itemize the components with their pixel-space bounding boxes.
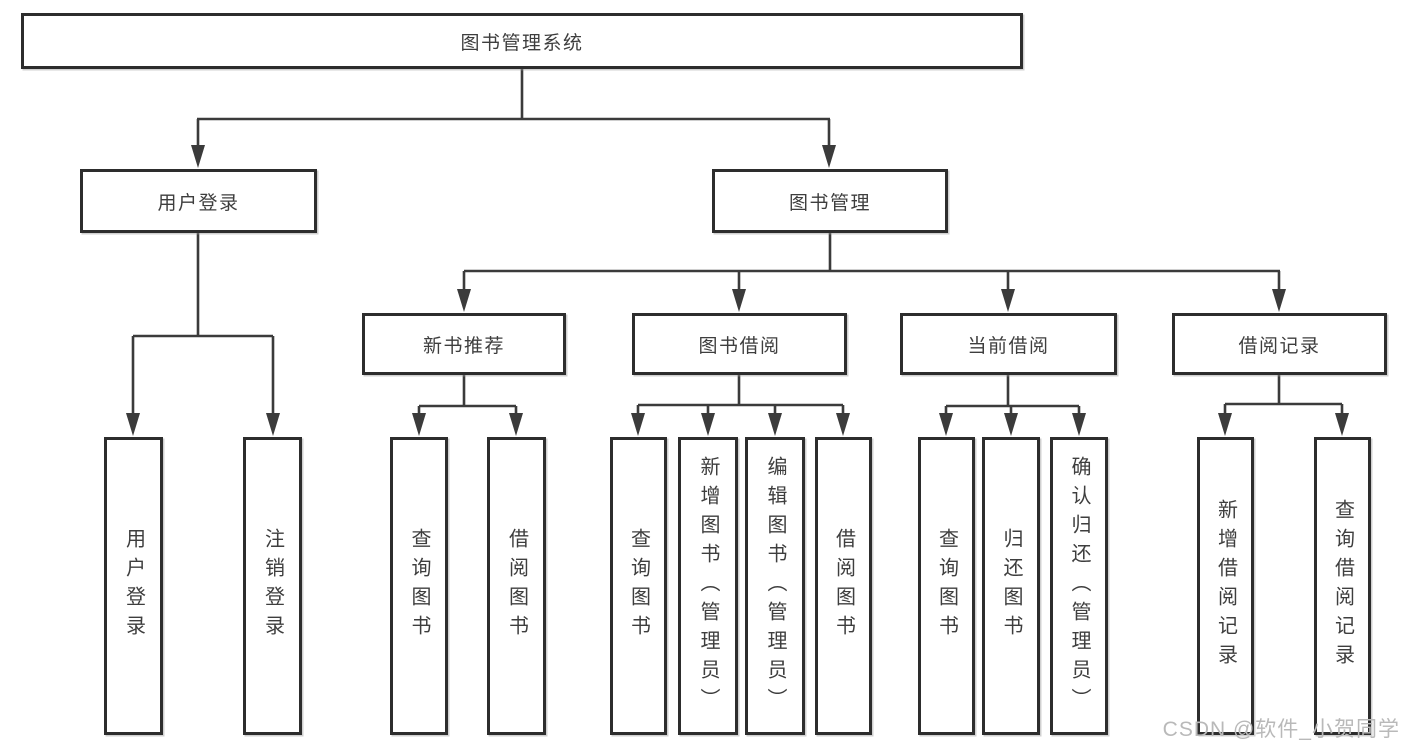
watermark: CSDN @软件_小贺同学 <box>1162 718 1400 741</box>
node-borrow-records: 借阅记录 <box>1172 313 1387 375</box>
leaf-add-borrow-record: 新增借阅记录 <box>1197 437 1254 735</box>
leaf-return-books: 归还图书 <box>982 437 1040 735</box>
node-label: 新增借阅记录 <box>1214 499 1237 673</box>
node-label: 新书推荐 <box>422 335 505 357</box>
node-label: 借阅图书 <box>832 528 855 644</box>
node-label: 查询图书 <box>935 528 958 644</box>
node-label: 注销登录 <box>261 528 284 644</box>
leaf-borrow-books: 借阅图书 <box>815 437 872 735</box>
leaf-confirm-return-admin: 确认归还（管理员） <box>1050 437 1108 735</box>
node-new-book-recommend: 新书推荐 <box>362 313 566 375</box>
leaf-borrow-books: 借阅图书 <box>487 437 546 735</box>
node-label: 查询图书 <box>408 528 430 644</box>
leaf-add-books-admin: 新增图书（管理员） <box>678 437 738 735</box>
node-label: 图书管理 <box>788 192 871 214</box>
node-label: 用户登录 <box>122 528 145 644</box>
leaf-query-books: 查询图书 <box>390 437 448 735</box>
node-label: 当前借阅 <box>967 335 1050 357</box>
leaf-query-books: 查询图书 <box>610 437 667 735</box>
node-user-login: 用户登录 <box>80 169 317 233</box>
node-current-borrow: 当前借阅 <box>900 313 1117 375</box>
leaf-query-books: 查询图书 <box>918 437 975 735</box>
node-label: 查询借阅记录 <box>1331 499 1354 673</box>
node-root: 图书管理系统 <box>21 13 1023 69</box>
node-label: 用户登录 <box>157 192 240 214</box>
node-label: 归还图书 <box>1000 528 1022 644</box>
node-label: 新增图书（管理员） <box>697 455 719 717</box>
node-label: 编辑图书（管理员） <box>764 455 786 717</box>
node-label: 借阅图书 <box>505 528 528 644</box>
node-label: 图书借阅 <box>698 335 781 357</box>
node-label: 查询图书 <box>627 528 650 644</box>
node-book-management: 图书管理 <box>712 169 948 233</box>
node-label: 确认归还（管理员） <box>1068 455 1090 717</box>
leaf-query-borrow-record: 查询借阅记录 <box>1314 437 1371 735</box>
node-label: 图书管理系统 <box>460 32 584 54</box>
node-label: 借阅记录 <box>1238 335 1321 357</box>
leaf-edit-books-admin: 编辑图书（管理员） <box>745 437 805 735</box>
leaf-logout: 注销登录 <box>243 437 302 735</box>
node-book-borrow: 图书借阅 <box>632 313 847 375</box>
leaf-user-login: 用户登录 <box>104 437 163 735</box>
